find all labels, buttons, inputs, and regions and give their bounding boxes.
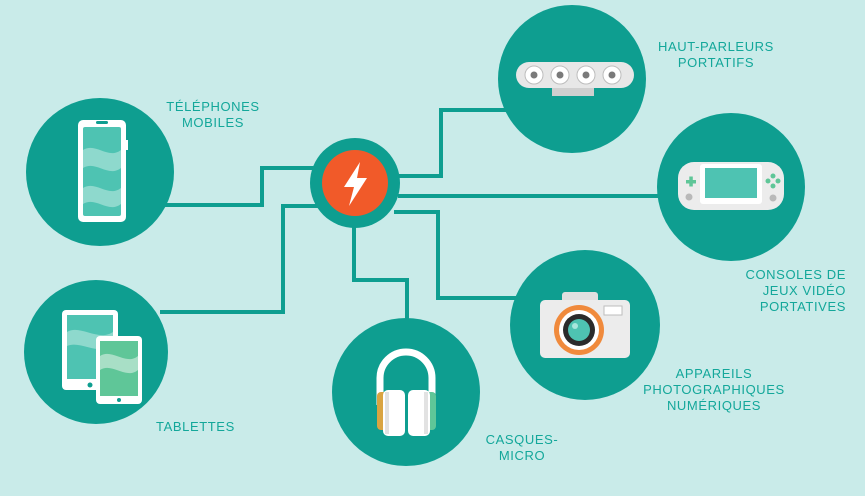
cameras-label-line: APPAREILS (675, 366, 753, 381)
speakers-node (498, 5, 646, 153)
cameras-label: APPAREILS PHOTOGRAPHIQUES NUMÉRIQUES (634, 366, 794, 414)
speakers-label-line: HAUT-PARLEURS (658, 39, 774, 54)
power-hub (310, 138, 400, 228)
wire-cameras (394, 210, 520, 300)
phones-node (26, 98, 174, 246)
wire-phones (165, 166, 318, 207)
consoles-label-line: PORTATIVES (759, 299, 846, 314)
smartphone-icon (78, 120, 128, 222)
phones-label: TÉLÉPHONES MOBILES (158, 99, 268, 131)
cameras-node (510, 250, 660, 400)
wire-tablets (160, 204, 320, 314)
wire-headsets (352, 222, 409, 322)
headsets-circle (332, 318, 480, 466)
phones-label-line: MOBILES (182, 115, 244, 130)
headsets-label-line: CASQUES- (485, 432, 559, 447)
wire-speakers (394, 108, 510, 178)
consoles-label-line: CONSOLES DE (745, 267, 846, 282)
tablets-label: TABLETTES (156, 419, 256, 435)
speakers-label-line: PORTATIFS (677, 55, 755, 70)
headsets-node (332, 318, 480, 466)
consoles-label-line: JEUX VIDÉO (762, 283, 846, 298)
connector-wires (160, 108, 660, 322)
tablets-icon (62, 310, 142, 404)
cameras-label-line: NUMÉRIQUES (666, 398, 762, 413)
headsets-label-line: MICRO (498, 448, 546, 463)
tablets-label-line: TABLETTES (156, 419, 235, 434)
lightning-bolt-icon (344, 162, 367, 206)
tablets-node (24, 280, 168, 424)
speakers-label: HAUT-PARLEURS PORTATIFS (646, 39, 786, 71)
consoles-label: CONSOLES DE JEUX VIDÉO PORTATIVES (716, 267, 846, 315)
consoles-node (657, 113, 805, 261)
phones-label-line: TÉLÉPHONES (166, 99, 260, 114)
game-console-icon (678, 162, 784, 210)
cameras-label-line: PHOTOGRAPHIQUES (643, 382, 785, 397)
camera-icon (540, 292, 630, 358)
headsets-label: CASQUES- MICRO (472, 432, 572, 464)
headphones-icon (376, 348, 436, 436)
speaker-bar-icon (516, 62, 634, 96)
